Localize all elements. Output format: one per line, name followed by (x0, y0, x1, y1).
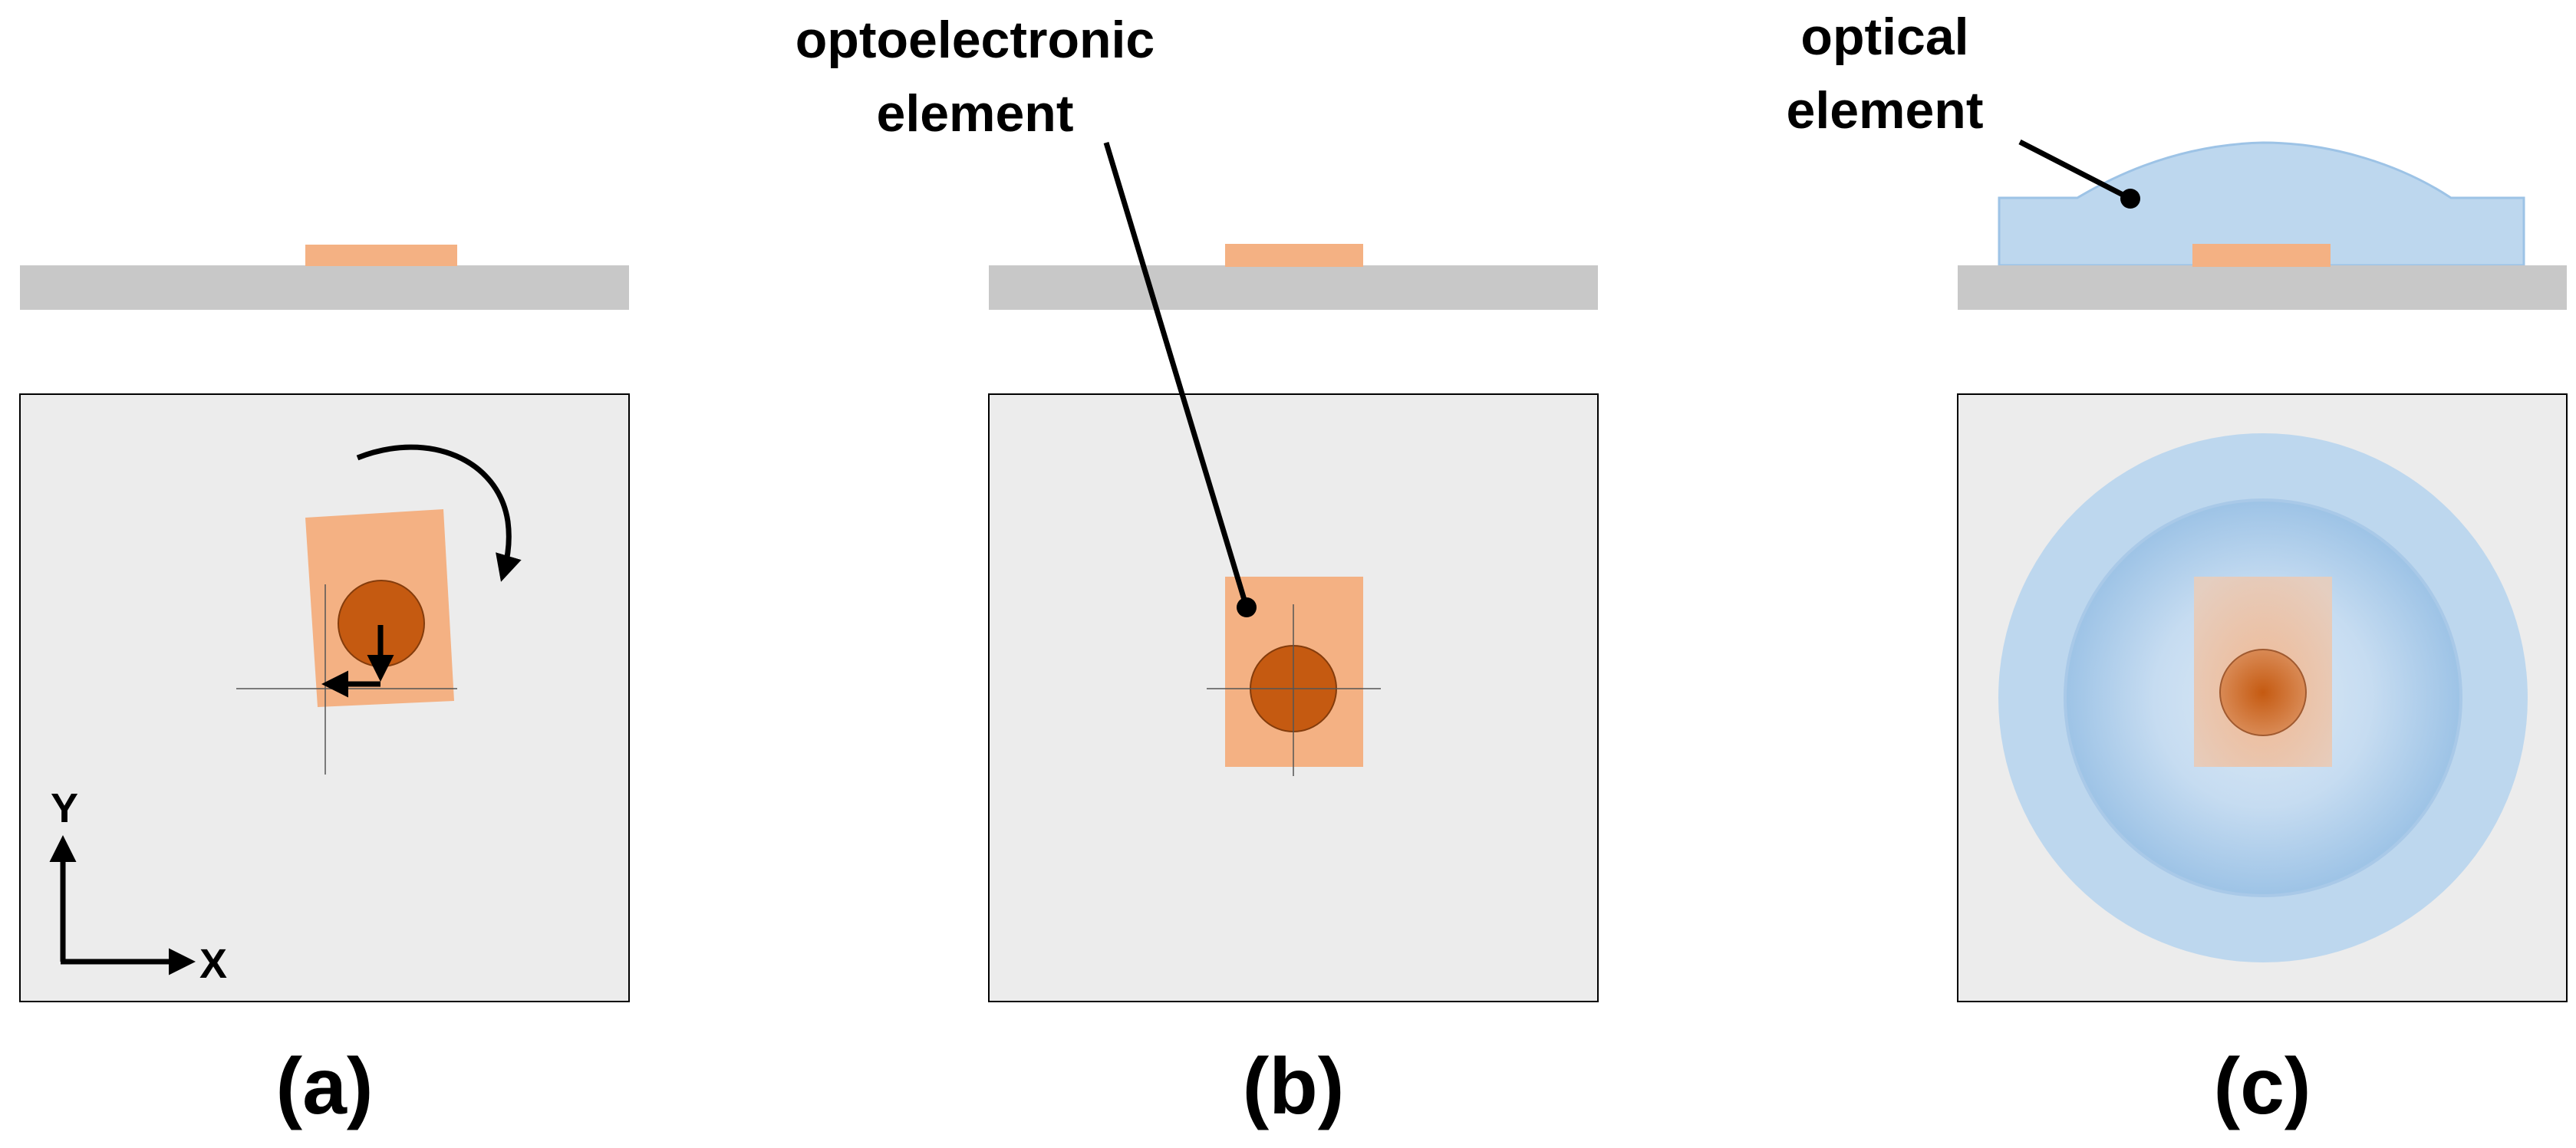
panel-caption-b: (b) (1243, 1042, 1345, 1131)
annotation-line1-b: optoelectronic (796, 11, 1155, 69)
side-view-b (989, 244, 1598, 310)
optoelectronic-element-side-a (305, 245, 457, 266)
side-view-a (20, 245, 629, 310)
optoelectronic-element-side-c (2192, 244, 2331, 267)
panel-c: optical element (c) (1787, 8, 2568, 1131)
optoelectronic-element-side-b (1225, 244, 1363, 267)
x-axis-label: X (199, 941, 227, 987)
annotation-line2-c: element (1787, 81, 1984, 140)
side-view-c (1958, 141, 2567, 310)
panel-caption-c: (c) (2213, 1042, 2311, 1131)
panel-caption-a: (a) (275, 1042, 373, 1131)
annotation-line2-b: element (877, 84, 1074, 143)
leader-dot-b (1237, 597, 1257, 617)
panel-a: Y X (a) (19, 245, 630, 1131)
substrate-side-b (989, 265, 1598, 310)
top-view-c (1957, 393, 2568, 1002)
rotation-arrow-icon (356, 444, 522, 582)
emitter-c (2219, 649, 2307, 736)
optical-element-side-c (1998, 141, 2525, 267)
substrate-side-a (20, 265, 629, 310)
y-axis-label: Y (51, 785, 78, 831)
top-view-b (988, 393, 1599, 1002)
panel-b: optoelectronic element (b) (796, 11, 1599, 1131)
annotation-optical-element: optical element (1787, 8, 2140, 209)
top-view-a: Y X (19, 393, 630, 1002)
leader-line-c (2018, 139, 2132, 202)
leader-dot-c (2120, 189, 2140, 209)
substrate-side-c (1958, 265, 2567, 310)
annotation-line1-c: optical (1800, 8, 1968, 66)
leader-line-b (1103, 141, 1250, 609)
annotation-optoelectronic-element: optoelectronic element (796, 11, 1257, 617)
